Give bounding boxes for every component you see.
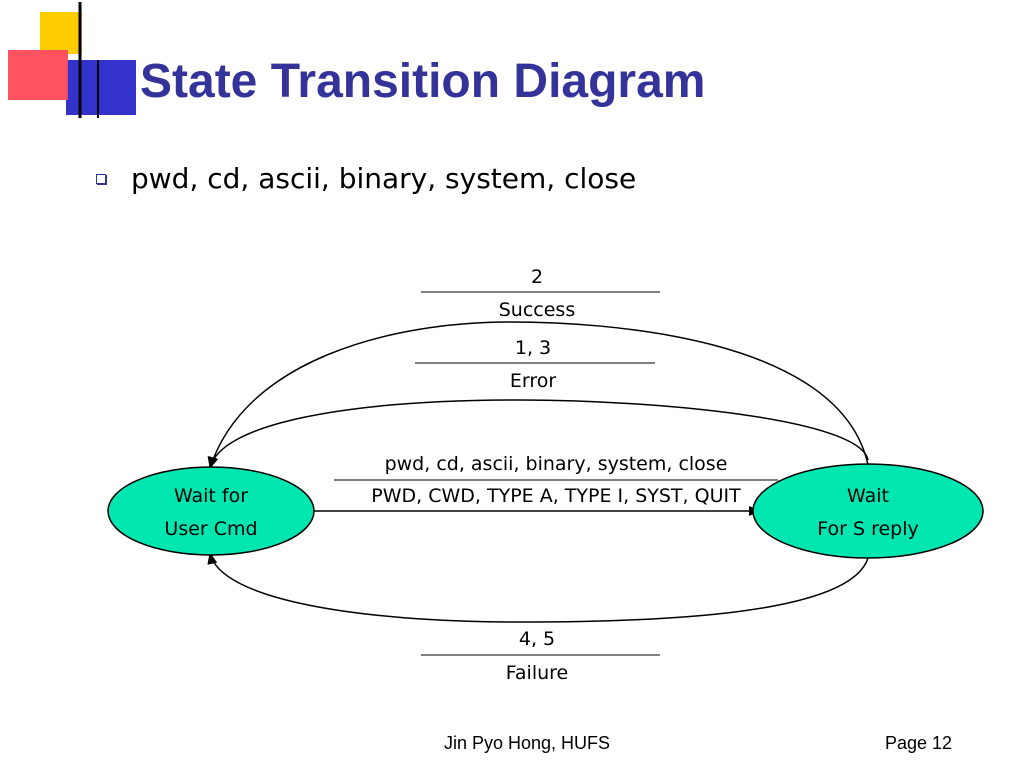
state-wait-reply-line1: Wait — [847, 485, 889, 507]
error-result: Error — [510, 370, 557, 392]
bullet-item: pwd, cd, ascii, binary, system, close — [96, 160, 636, 198]
failure-result: Failure — [506, 662, 569, 684]
state-wait-user-line1: Wait for — [174, 485, 248, 507]
success-result: Success — [499, 299, 575, 321]
bullet-square-icon — [96, 174, 106, 184]
footer-author: Jin Pyo Hong, HUFS — [444, 733, 611, 753]
error-code: 1, 3 — [515, 337, 551, 359]
command-event: pwd, cd, ascii, binary, system, close — [385, 453, 728, 475]
success-code: 2 — [531, 266, 543, 288]
error-transition-arrow — [207, 399, 869, 469]
state-wait-user-line2: User Cmd — [164, 518, 257, 540]
success-transition-arrow — [208, 321, 869, 469]
state-wait-s-reply — [752, 463, 984, 559]
bullet-text: pwd, cd, ascii, binary, system, close — [131, 162, 637, 195]
failure-transition-arrow — [207, 552, 869, 623]
state-wait-reply-line2: For S reply — [817, 518, 919, 540]
slide-title: State Transition Diagram — [140, 55, 706, 108]
failure-code: 4, 5 — [519, 628, 555, 650]
footer-page-number: Page 12 — [885, 733, 953, 753]
state-wait-user-cmd — [107, 466, 315, 556]
slide-logo — [8, 2, 136, 118]
command-action: PWD, CWD, TYPE A, TYPE I, SYST, QUIT — [371, 485, 741, 507]
